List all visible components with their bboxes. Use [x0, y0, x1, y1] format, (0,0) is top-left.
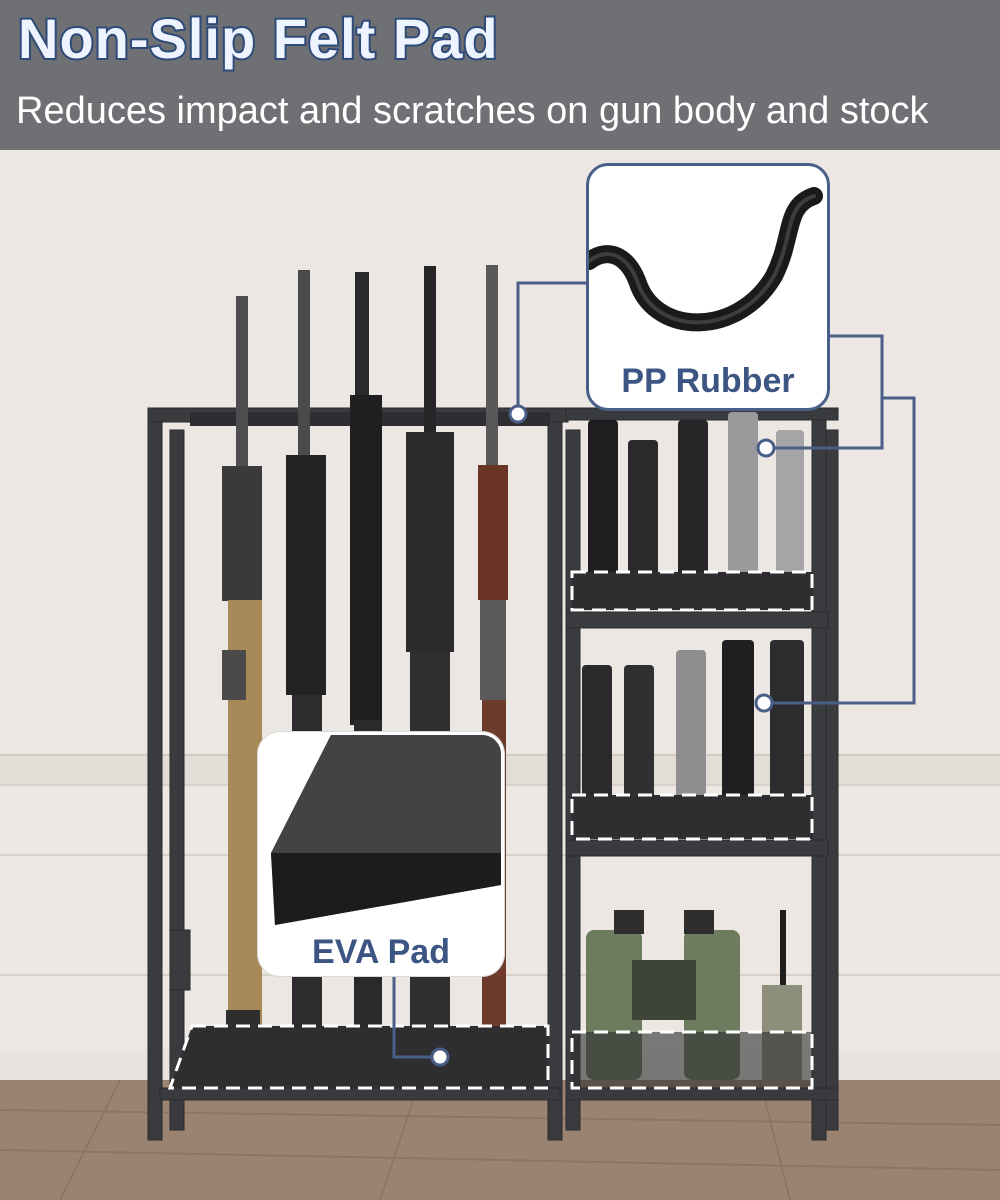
rack-frame: [147, 407, 839, 1141]
callout-dots: [430, 404, 776, 1067]
rubber-hook-illustration: [589, 187, 823, 332]
subtitle: Reduces impact and scratches on gun body…: [16, 90, 929, 132]
callout-connectors: [392, 281, 916, 1059]
title: Non-Slip Felt Pad: [16, 5, 500, 72]
eva-pad-callout: EVA Pad: [258, 732, 504, 976]
pp-rubber-label: PP Rubber: [621, 362, 795, 400]
pistols-middle-shelf: [582, 640, 804, 815]
pp-rubber-callout: PP Rubber: [586, 163, 830, 411]
eva-pad-label: EVA Pad: [312, 933, 450, 971]
pistols-top-shelf: [588, 412, 804, 590]
eva-pad-illustration: [271, 735, 501, 925]
header-banner: Non-Slip Felt Pad Reduces impact and scr…: [0, 0, 1000, 150]
felt-pads: [167, 570, 814, 1090]
